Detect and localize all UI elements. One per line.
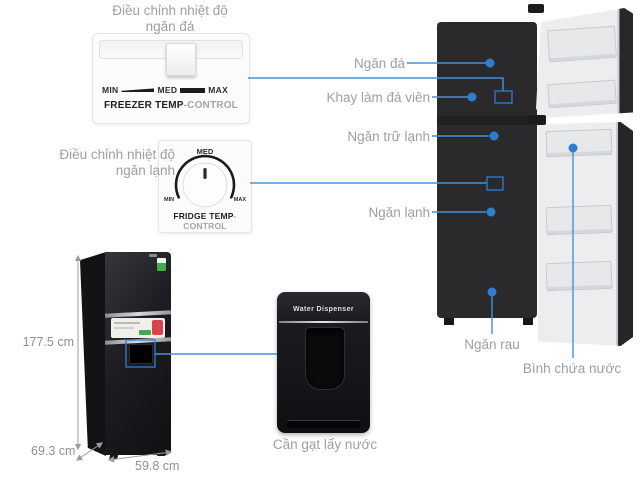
freezer-scale-max: MAX [208, 85, 229, 95]
height-dimension-label: 177.5 cm [22, 335, 74, 349]
fridge-door-bin-1 [545, 128, 613, 158]
fridge-door-open [538, 122, 633, 346]
callout-vegetable-drawer: Ngăn rau [464, 337, 520, 352]
freezer-temp-control-panel: MIN MED MAX FREEZER TEMP-CONTROL [92, 33, 250, 124]
knob-min-label: MIN [164, 197, 174, 203]
freezer-door-open [536, 8, 633, 118]
open-fridge-cabinet [437, 22, 537, 318]
water-dispenser-tray [287, 420, 360, 428]
freezer-slider-scale: MIN MED MAX [102, 85, 242, 95]
fridge-door-bin-3 [545, 260, 613, 292]
freezer-scale-bar-thick [180, 87, 206, 93]
knob-dial [182, 162, 228, 208]
water-dispenser-detail: Water Dispenser [277, 292, 370, 433]
callout-water-tank: Bình chứa nước [522, 361, 622, 376]
knob-pointer [203, 168, 207, 179]
knob-arc [174, 154, 236, 199]
width-dimension-label: 59.8 cm [135, 459, 180, 473]
door-divider-strip [104, 310, 172, 318]
dimension-fridge-front [104, 252, 172, 455]
fridge-temp-control-panel: MED MIN MAX FRIDGE TEMP-CONTROL [158, 140, 252, 233]
callout-freezer-compartment: Ngăn đá [353, 56, 405, 71]
black-fridge-foot-left [109, 452, 119, 459]
dimension-fridge-side [80, 252, 106, 456]
knob-med-label: MED [197, 147, 214, 156]
freezer-scale-bar-thin [121, 88, 155, 92]
freezer-slider-handle [166, 43, 196, 76]
door-water-dispenser [129, 344, 153, 364]
water-dispenser-title: Water Dispenser [293, 306, 354, 313]
fridge-left-foot [444, 318, 454, 325]
knob-max-label: MAX [234, 197, 247, 203]
fridge-center-divider [437, 116, 537, 125]
callout-fridge-compartment: Ngăn lạnh [368, 205, 430, 220]
fridge-control-caption-line1: Điều chỉnh nhiệt độ [59, 147, 175, 162]
fridge-control-caption-line2: ngăn lạnh [115, 163, 175, 179]
fridge-mid-hinge [528, 115, 546, 125]
fridge-control-title-light: -CONTROL [183, 211, 237, 231]
freezer-control-title: FREEZER TEMP-CONTROL [93, 100, 249, 111]
fridge-control-caption: Điều chỉnh nhiệt độ ngăn lạnh [35, 147, 175, 179]
freezer-control-title-strong: FREEZER TEMP [103, 100, 184, 111]
energy-label [157, 258, 166, 271]
brand-mark [149, 254, 157, 257]
freezer-door-bin-2 [547, 79, 617, 109]
fridge-top-hinge [528, 4, 544, 13]
freezer-scale-med: MED [157, 85, 178, 95]
water-dispenser-lever [305, 327, 345, 390]
fridge-control-title: FRIDGE TEMP-CONTROL [159, 211, 251, 231]
callout-ice-cube-tray: Khay làm đá viên [326, 90, 430, 105]
freezer-control-caption-line1: Điều chỉnh nhiệt độ [112, 3, 228, 18]
freezer-scale-min: MIN [102, 85, 119, 95]
water-dispenser-trim [279, 321, 368, 323]
freezer-control-caption-line2: ngăn đá [145, 19, 195, 35]
callout-cool-storage: Ngăn trữ lạnh [347, 129, 430, 144]
depth-dimension-label: 69.3 cm [31, 444, 76, 458]
freezer-control-caption: Điều chỉnh nhiệt độ ngăn đá [90, 3, 250, 35]
promo-sticker [111, 318, 165, 338]
freezer-door-bin-1 [546, 25, 618, 63]
fridge-knob-graphic: MED MIN MAX [164, 147, 247, 208]
freezer-control-title-light: -CONTROL [183, 100, 238, 111]
fridge-door-bin-2 [545, 204, 613, 236]
fridge-control-title-strong: FRIDGE TEMP [173, 211, 234, 221]
callout-dispenser-lever: Cần gạt lấy nước [272, 437, 378, 452]
fridge-right-foot [523, 318, 533, 325]
